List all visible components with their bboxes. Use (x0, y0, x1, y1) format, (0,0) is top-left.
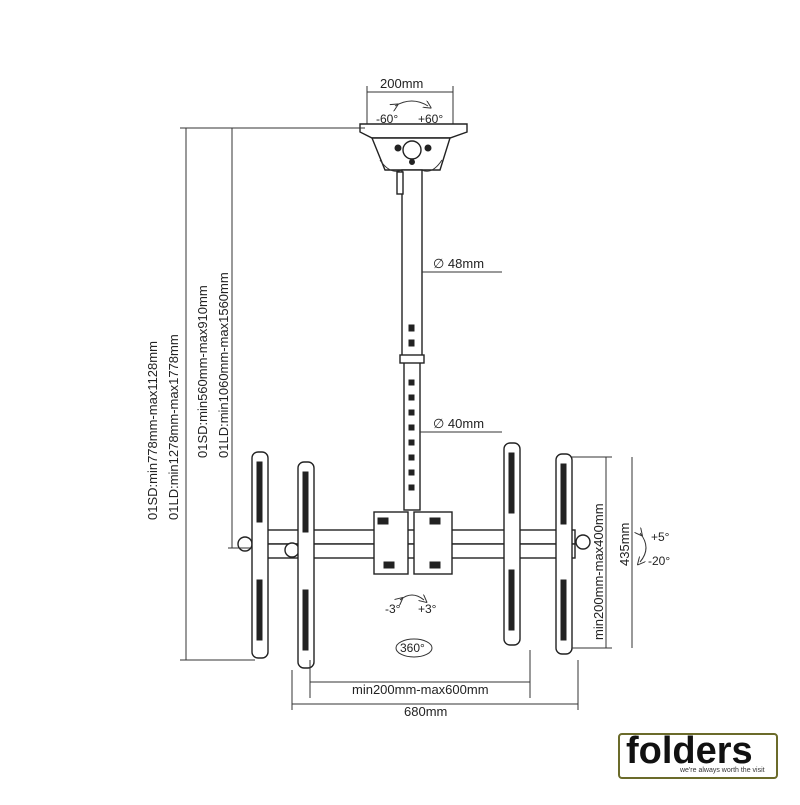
vesa-vertical-label: min200mm-max400mm (591, 503, 606, 640)
total-height-sd-label: 01SD:min778mm-max1128mm (145, 341, 160, 520)
top-plate-width-label: 200mm (380, 76, 423, 91)
roll-right-label: +3° (418, 602, 437, 616)
top-tilt-right-label: +60° (418, 112, 443, 126)
top-tilt-left-label: -60° (376, 112, 398, 126)
total-height-ld-label: 01LD:min1278mm-max1778mm (166, 334, 181, 520)
tilt-down-label: -20° (648, 554, 670, 568)
vesa-arm-3 (503, 442, 521, 646)
vesa-arm-1 (251, 451, 269, 659)
brand-logo: folders we're always worth the visit (618, 730, 778, 779)
roll-left-label: -3° (385, 602, 401, 616)
tilt-up-label: +5° (651, 530, 670, 544)
logo-frame (618, 733, 778, 779)
logo-wordmark: folders (626, 730, 753, 772)
logo-tagline: we're always worth the visit (680, 767, 765, 774)
plate-height-label: 435mm (617, 523, 632, 566)
vesa-horizontal-label: min200mm-max600mm (352, 682, 489, 697)
lower-tube-diameter-label: ∅ 40mm (433, 416, 484, 431)
pole-height-ld-label: 01LD:min1060mm-max1560mm (216, 272, 231, 458)
telescopic-pole (396, 169, 425, 511)
vesa-arm-4 (555, 453, 573, 655)
rotation-label: 360° (400, 641, 425, 655)
upper-tube-diameter-label: ∅ 48mm (433, 256, 484, 271)
ceiling-plate (359, 86, 468, 172)
vesa-arm-2 (297, 461, 315, 669)
cross-bar (237, 511, 591, 575)
total-width-label: 680mm (404, 704, 447, 719)
pole-height-sd-label: 01SD:min560mm-max910mm (195, 285, 210, 458)
